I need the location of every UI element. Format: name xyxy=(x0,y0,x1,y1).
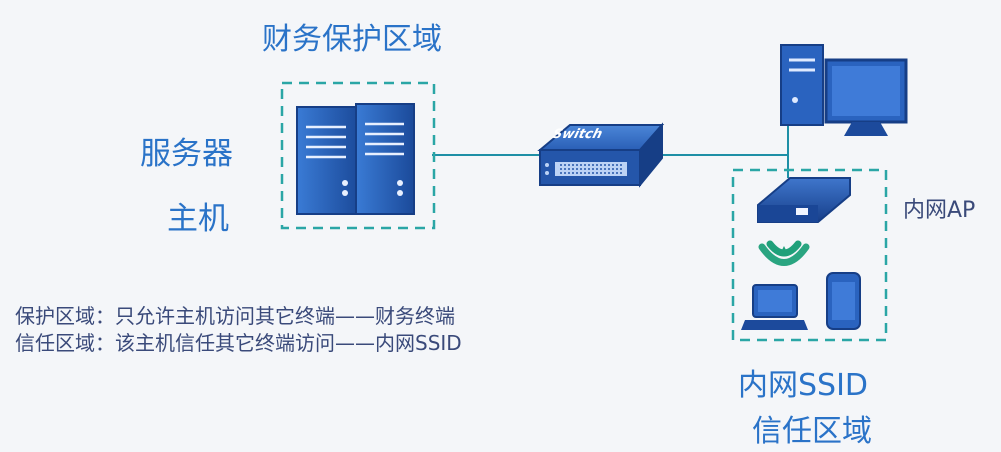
server-icon xyxy=(296,103,415,215)
finance-zone-title: 财务保护区域 xyxy=(262,22,442,57)
connection-lines xyxy=(432,120,789,178)
note-protect: 保护区域：只允许主机访问其它终端——财务终端 xyxy=(15,304,455,328)
switch-label: Switch xyxy=(550,127,605,142)
note-trust: 信任区域：该主机信任其它终端访问——内网SSID xyxy=(15,331,462,355)
trust-zone-label: 信任区域 xyxy=(752,414,872,449)
ssid-zone-border xyxy=(731,168,888,342)
wifi-icon xyxy=(758,240,810,266)
finance-zone-border xyxy=(280,81,436,230)
phone-icon xyxy=(826,272,861,330)
pc-icon xyxy=(780,44,908,136)
ap-icon xyxy=(757,177,851,223)
server-label: 服务器 xyxy=(140,136,233,172)
ssid-label: 内网SSID xyxy=(738,368,869,403)
laptop-icon xyxy=(741,284,808,330)
host-label: 主机 xyxy=(167,201,229,237)
switch-icon xyxy=(537,122,665,188)
ap-label: 内网AP xyxy=(903,198,976,223)
